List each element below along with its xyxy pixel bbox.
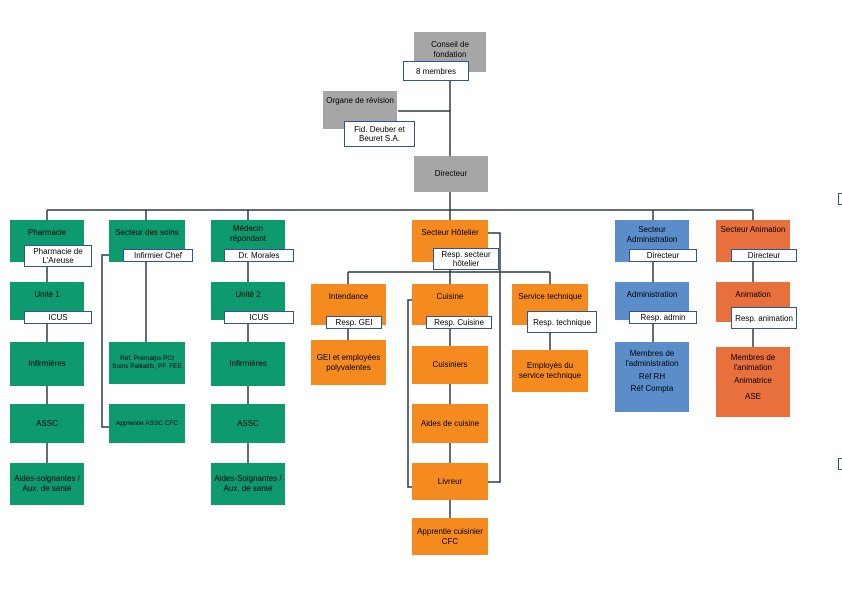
employes-technique-box: Employés du service technique xyxy=(512,350,588,392)
aides1-label: Aides-soignantes / Aux. de santé xyxy=(14,474,80,493)
cuisiniers-box: Cuisiniers xyxy=(412,346,488,384)
anim-secteur-sub-box: Directeur xyxy=(731,249,797,262)
pharmacie-sub-label: Pharmacie de L'Areuse xyxy=(33,247,83,265)
cuisiniers-label: Cuisiniers xyxy=(432,360,468,369)
soins-label: Secteur des soins xyxy=(115,228,179,237)
assc2-box: ASSC xyxy=(211,404,285,443)
administration-sub-label: Resp. admin xyxy=(640,313,686,322)
organe-label: Organe de révision xyxy=(326,96,394,105)
hotelier-sub-box: Resp. secteur hôtelier xyxy=(433,248,499,270)
assc2-label: ASSC xyxy=(237,418,259,428)
organe-sub-box: Fid. Deuber et Beuret S.A. xyxy=(344,121,415,147)
unite2-sub-box: ICUS xyxy=(224,311,294,324)
assc1-label: ASSC xyxy=(36,418,58,428)
anim-secteur-label: Secteur Animation xyxy=(720,225,786,234)
unite1-sub-label: ICUS xyxy=(48,313,68,322)
aides-cuisine-label: Aides de cuisine xyxy=(420,418,480,428)
directeur-label: Directeur xyxy=(434,169,468,178)
aides2-label: Aides-Soignantes / Aux. de santé xyxy=(214,474,282,493)
apprenti-cuisinier-label: Apprentie cuisinier CFC xyxy=(417,526,483,546)
unite2-sub-label: ICUS xyxy=(249,313,269,322)
cuisine-sub-box: Resp. Cuisine xyxy=(426,316,492,329)
technique-sub-box: Resp. technique xyxy=(527,311,597,333)
admin-secteur-sub-label: Directeur xyxy=(646,251,680,260)
aides2-box: Aides-Soignantes / Aux. de santé xyxy=(211,463,285,505)
soins-sub-box: Infirmier Chef xyxy=(123,249,193,262)
organe-sub-label: Fid. Deuber et Beuret S.A. xyxy=(354,125,405,143)
ref-box: Réf. Prémaips PCI Soins Palliatifs, PF, … xyxy=(109,342,185,384)
ase-label: ASE xyxy=(744,392,761,401)
intendance-sub-label: Resp. GEI xyxy=(335,318,373,327)
anim-secteur-sub-label: Directeur xyxy=(747,251,781,260)
assc1-box: ASSC xyxy=(10,404,84,443)
admin-secteur-sub-box: Directeur xyxy=(629,249,697,262)
livreur-label: Livreur xyxy=(437,476,463,486)
animation-sub-box: Resp. animation xyxy=(731,307,797,329)
technique-sub-label: Resp. technique xyxy=(533,317,591,327)
ref-compta-label: Réf Compta xyxy=(630,384,674,393)
aides1-box: Aides-soignantes / Aux. de santé xyxy=(10,463,84,505)
infirmieres2-box: Infirmières xyxy=(211,342,285,386)
intendance-sub-box: Resp. GEI xyxy=(326,316,382,329)
apprentie-assc-box: Apprentie ASSC CFC xyxy=(109,404,185,443)
medecin-label: Médecin répondant xyxy=(229,224,267,243)
animation-label: Animation xyxy=(735,290,771,299)
aides-cuisine-box: Aides de cuisine xyxy=(412,404,488,443)
administration-label: Administration xyxy=(626,290,678,299)
apprentie-assc-label: Apprentie ASSC CFC xyxy=(115,419,179,427)
intendance-label: Intendance xyxy=(328,292,369,301)
soins-sub-label: Infirmier Chef xyxy=(133,251,182,260)
conseil-label: Conseil de fondation xyxy=(431,40,469,59)
medecin-sub-box: Dr. Morales xyxy=(224,249,294,262)
apprenti-cuisinier-box: Apprentie cuisinier CFC xyxy=(412,518,488,555)
admin-secteur-label: Secteur Administration xyxy=(626,225,678,244)
gei-label: GEI et employées polyvalentes xyxy=(316,352,381,372)
infirmieres2-label: Infirmières xyxy=(229,359,267,368)
cuisine-label: Cuisine xyxy=(436,292,464,301)
medecin-sub-label: Dr. Morales xyxy=(238,251,280,260)
membres-admin-label: Membres de l'administration xyxy=(625,349,679,368)
pharmacie-label: Pharmacie xyxy=(27,228,67,237)
ref-rh-label: Réf RH xyxy=(638,372,666,381)
employes-technique-label: Employés du service technique xyxy=(518,361,582,380)
cuisine-sub-label: Resp. Cuisine xyxy=(434,318,484,327)
infirmieres1-box: Infirmières xyxy=(10,342,84,386)
administration-sub-box: Resp. admin xyxy=(629,311,697,324)
livreur-box: Livreur xyxy=(412,463,488,500)
hotelier-label: Secteur Hôtelier xyxy=(421,228,479,237)
animatrice-label: Animatrice xyxy=(734,376,772,385)
conseil-sub-label: 8 membres xyxy=(415,66,456,76)
ref-label: Réf. Prémaips PCI Soins Palliatifs, PF, … xyxy=(112,355,182,370)
directeur-box: Directeur xyxy=(414,156,488,192)
conseil-sub-box: 8 membres xyxy=(403,61,469,81)
infirmieres1-label: Infirmières xyxy=(28,359,66,368)
edge-mark-bottom xyxy=(838,458,842,470)
unite2-label: Unité 2 xyxy=(235,290,261,299)
animation-sub-label: Resp. animation xyxy=(735,313,793,323)
unite1-label: Unité 1 xyxy=(34,290,60,299)
membres-animation-box: Membres de l'animation Animatrice ASE xyxy=(716,347,790,417)
gei-box: GEI et employées polyvalentes xyxy=(311,340,386,385)
unite1-sub-box: ICUS xyxy=(24,311,92,324)
hotelier-sub-label: Resp. secteur hôtelier xyxy=(441,250,491,268)
edge-mark-top xyxy=(838,193,842,205)
membres-anim-label: Membres de l'animation xyxy=(730,353,776,372)
pharmacie-sub-box: Pharmacie de L'Areuse xyxy=(24,245,92,267)
membres-administration-box: Membres de l'administration Réf RH Réf C… xyxy=(615,342,689,412)
technique-label: Service technique xyxy=(518,292,582,301)
